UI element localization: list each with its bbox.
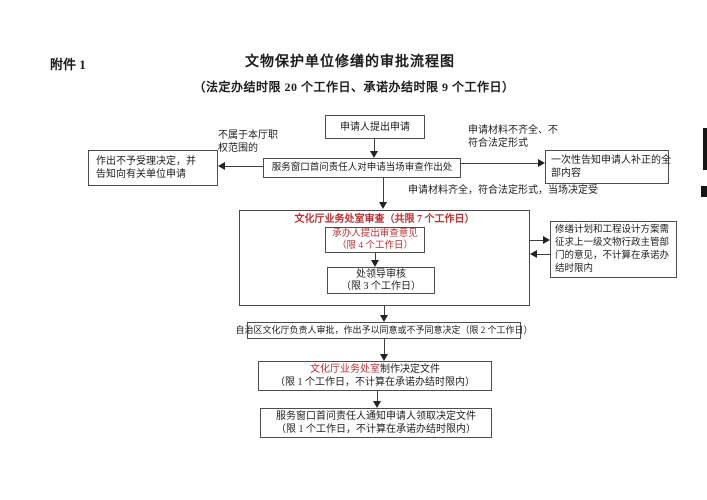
approval-label: 自治区文化厅负责人审批，作出予以同意或不予同意决定（限 2 个工作日） — [235, 325, 533, 335]
notify-correction-line2: 部内容 — [551, 168, 581, 179]
notify-correction-line1: 一次性告知申请人补正的全 — [551, 155, 671, 166]
connector-start-to-window — [374, 139, 375, 152]
arrowhead-down-3 — [371, 260, 379, 267]
make-document-box: 文化厅业务处室制作决定文件 （限 1 个工作日，不计算在承诺办结时限内） — [258, 361, 492, 391]
make-document-black: 制作决定文件 — [380, 364, 440, 375]
arrowhead-down-5 — [380, 354, 388, 361]
arrowhead-down-1 — [370, 151, 378, 158]
arrowhead-right-1 — [538, 159, 545, 167]
start-box-label: 申请人提出申请 — [340, 121, 410, 133]
consult-line4: 结时限内 — [555, 263, 594, 274]
not-in-scope-line1: 不属于本厅职 — [218, 130, 278, 141]
reject-box-line2: 告知向有关单位申请 — [96, 169, 186, 180]
not-in-scope-label: 不属于本厅职 权范围的 — [218, 129, 278, 155]
notify-result-box: 服务窗口首问责任人通知申请人领取决定文件 （限 1 个工作日，不计算在承诺办结时… — [260, 408, 492, 438]
connector-window-to-dept — [383, 178, 384, 203]
notify-result-line2: （限 1 个工作日，不计算在承诺办结时限内） — [276, 424, 476, 435]
consult-line3: 门的意见，不计算在承诺办 — [555, 250, 670, 261]
attachment-label: 附件 1 — [50, 57, 86, 72]
connector-dept-to-approval — [384, 306, 385, 316]
arrowhead-left-2 — [530, 250, 537, 258]
page-subtitle: （法定办结时限 20 个工作日、承诺办结时限 9 个工作日） — [193, 80, 515, 94]
handler-opinion-box: 承办人提出审查意见 （限 4 个工作日） — [325, 227, 425, 253]
connector-approval-to-document — [384, 339, 385, 355]
start-box: 申请人提出申请 — [325, 115, 425, 139]
make-document-line1: 文化厅业务处室制作决定文件 — [310, 363, 440, 376]
arrowhead-down-6 — [373, 401, 381, 408]
arrowhead-right-2 — [543, 236, 550, 244]
leader-review-line2: （限 3 个工作日） — [341, 280, 421, 292]
notify-result-line1: 服务窗口首问责任人通知申请人领取决定文件 — [276, 411, 476, 422]
consult-superior-box: 修缮计划和工程设计方案需 征求上一级文物行政主管部 门的意见，不计算在承诺办 结… — [550, 221, 677, 278]
notify-correction-box: 一次性告知申请人补正的全 部内容 — [545, 150, 671, 184]
connector-dept-to-consult — [530, 240, 544, 241]
incomplete-label: 申请材料不齐全、不 符合法定形式 — [468, 124, 558, 150]
arrowhead-left-1 — [218, 162, 225, 170]
connector-window-to-notify — [461, 163, 539, 164]
consult-line1: 修缮计划和工程设计方案需 — [555, 224, 670, 235]
connector-window-to-reject — [225, 166, 263, 167]
not-in-scope-line2: 权范围的 — [218, 143, 258, 154]
page-title: 文物保护单位修缮的审批流程图 — [245, 55, 455, 70]
make-document-red: 文化厅业务处室 — [310, 364, 380, 375]
arrowhead-down-4 — [380, 315, 388, 322]
arrowhead-down-2 — [379, 202, 387, 209]
connector-consult-to-dept — [537, 254, 550, 255]
handler-opinion-line2: （限 4 个工作日） — [336, 241, 413, 251]
handler-opinion-line1: 承办人提出审查意见 — [332, 229, 418, 239]
reject-box: 作出不予受理决定，并 告知向有关单位申请 — [88, 150, 218, 186]
accepted-label: 申请材料齐全，符合法定形式，当场决定受 — [408, 185, 598, 196]
scan-artifact — [701, 186, 707, 197]
scan-artifact — [703, 128, 707, 170]
reject-box-line1: 作出不予受理决定，并 — [96, 156, 196, 167]
make-document-line2: （限 1 个工作日，不计算在承诺办结时限内） — [275, 377, 475, 388]
connector-handler-to-leader — [375, 253, 376, 261]
incomplete-line1: 申请材料不齐全、不 — [468, 125, 558, 136]
window-review-box: 服务窗口首问责任人对申请当场审查作出处 — [263, 158, 461, 178]
dept-review-header: 文化厅业务处室审查（共限 7 个工作日） — [294, 214, 475, 225]
incomplete-line2: 符合法定形式 — [468, 138, 528, 149]
connector-document-to-notify — [377, 391, 378, 402]
approval-box: 自治区文化厅负责人审批，作出予以同意或不予同意决定（限 2 个工作日） — [236, 322, 533, 339]
leader-review-box: 处领导审核 （限 3 个工作日） — [327, 267, 435, 294]
leader-review-line1: 处领导审核 — [356, 268, 406, 280]
consult-line2: 征求上一级文物行政主管部 — [555, 237, 670, 248]
window-review-label: 服务窗口首问责任人对申请当场审查作出处 — [271, 162, 453, 173]
